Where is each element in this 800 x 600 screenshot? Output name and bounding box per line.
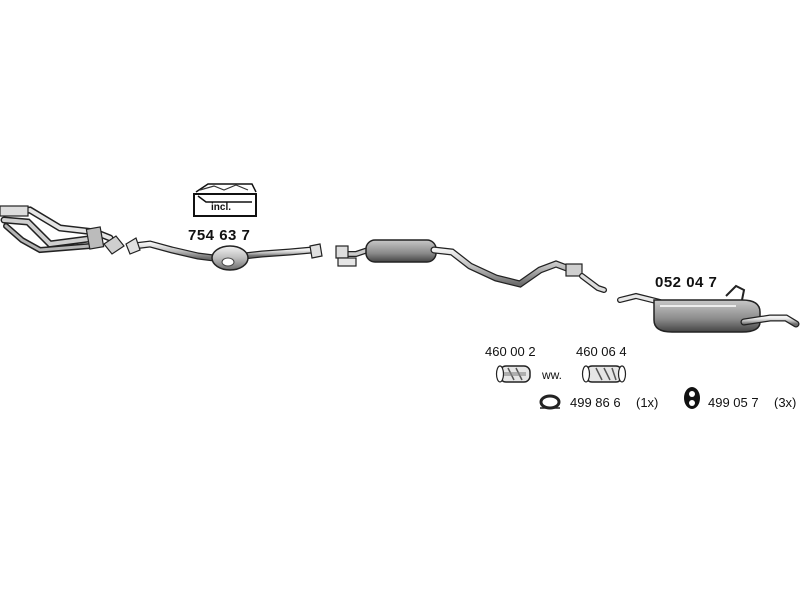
ring-seal-number: 499 86 6 [570, 395, 621, 410]
mounting-kit-icon[interactable] [193, 183, 257, 217]
alternative-note: ww. [542, 368, 563, 382]
rubber-mount-icon[interactable] [684, 387, 700, 409]
mounting-kit-label: incl. [211, 202, 232, 213]
rubber-mount-number: 499 05 7 [708, 395, 759, 410]
pipe-clamp-icon[interactable] [581, 365, 627, 383]
catalytic-converter-number: 754 63 7 [188, 227, 251, 244]
rear-silencer-number: 052 04 7 [655, 274, 718, 291]
rubber-mount-qty: (3x) [774, 396, 797, 409]
rear-silencer-icon[interactable] [617, 284, 800, 333]
catalytic-converter-icon[interactable] [125, 237, 323, 271]
exhaust-manifold-icon[interactable] [0, 205, 125, 255]
clamp-a-number: 460 00 2 [485, 344, 536, 359]
clamp-b-number: 460 06 4 [576, 344, 627, 359]
ring-seal-icon[interactable] [539, 394, 561, 410]
middle-silencer-icon[interactable] [335, 239, 607, 293]
pipe-clamp-icon[interactable] [495, 365, 531, 383]
ring-seal-qty: (1x) [636, 395, 659, 410]
